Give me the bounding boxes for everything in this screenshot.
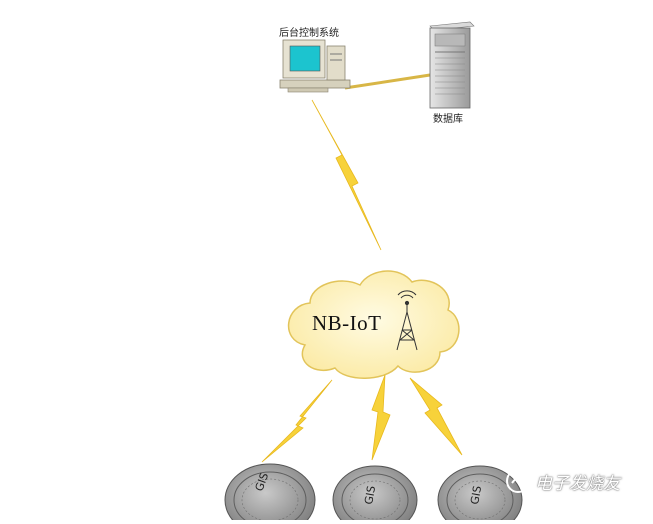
watermark: 电子发烧友 [505,468,620,494]
computer-icon [279,39,351,93]
nbiot-cloud [288,270,460,379]
database-label: 数据库 [433,114,463,125]
device-label: GIS [253,471,272,493]
logo-icon [506,469,530,493]
wireless-link-lightning [261,379,333,463]
control-system-label: 后台控制系统 [279,28,339,39]
server-icon [429,21,475,109]
manhole-cover-icon [332,465,418,524]
wireless-link-lightning [409,377,463,456]
nbiot-label: NB-IoT [312,311,382,335]
wired-link [344,73,431,90]
wireless-link-lightning [371,374,391,461]
watermark-text: 电子发烧友 [535,473,620,494]
manhole-cover-icon [437,465,523,524]
device-label: GIS [468,485,484,506]
manhole-cover-icon [224,463,316,524]
device-label: GIS [362,485,378,506]
cell-tower-icon [396,290,418,351]
wireless-link-lightning [311,99,382,251]
